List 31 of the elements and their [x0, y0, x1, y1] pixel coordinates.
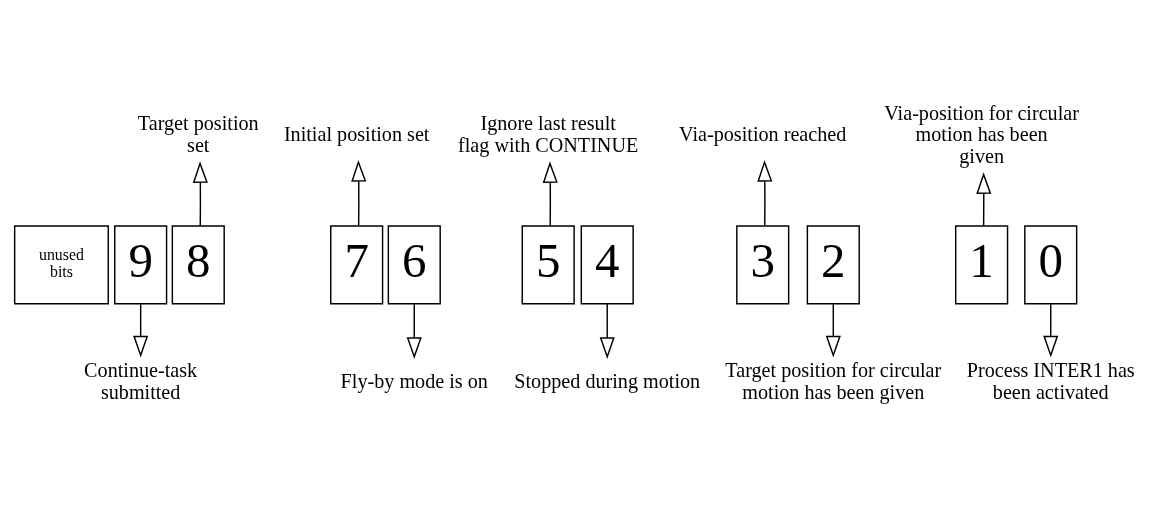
arrow: [757, 160, 773, 227]
node-text: Target position set: [137, 112, 259, 157]
node-text: Via-position for circular motion has been given: [884, 101, 1079, 167]
arrow: [192, 161, 208, 227]
node-box: 2: [806, 225, 860, 305]
arrow: [825, 303, 841, 358]
node-box: 8: [171, 225, 225, 305]
node-box: 1: [955, 225, 1009, 305]
node-box: 0: [1024, 225, 1078, 305]
node-text: Stopped during motion: [514, 370, 701, 393]
arrow: [976, 172, 992, 227]
arrow: [406, 303, 422, 359]
node-text: Process INTER1 has been activated: [966, 359, 1135, 404]
node-text: Fly-by mode is on: [340, 370, 488, 393]
arrow: [542, 161, 558, 227]
node-box: 7: [330, 225, 384, 305]
arrow: [1043, 303, 1059, 358]
node-box: unused bits: [13, 225, 109, 305]
arrow: [133, 303, 149, 358]
node-text: Via-position reached: [679, 123, 847, 146]
arrow: [351, 160, 367, 227]
node-box: 9: [114, 225, 168, 305]
node-box: 6: [387, 225, 441, 305]
node-text: Initial position set: [283, 123, 430, 146]
node-box: 5: [521, 225, 575, 305]
node-text: Ignore last result flag with CONTINUE: [458, 112, 639, 157]
node-box: 3: [736, 225, 790, 305]
node-text: Target position for circular motion has been given: [725, 359, 942, 404]
node-box: 4: [580, 225, 634, 305]
arrow: [599, 303, 615, 359]
node-text: Continue-task submitted: [84, 359, 198, 404]
